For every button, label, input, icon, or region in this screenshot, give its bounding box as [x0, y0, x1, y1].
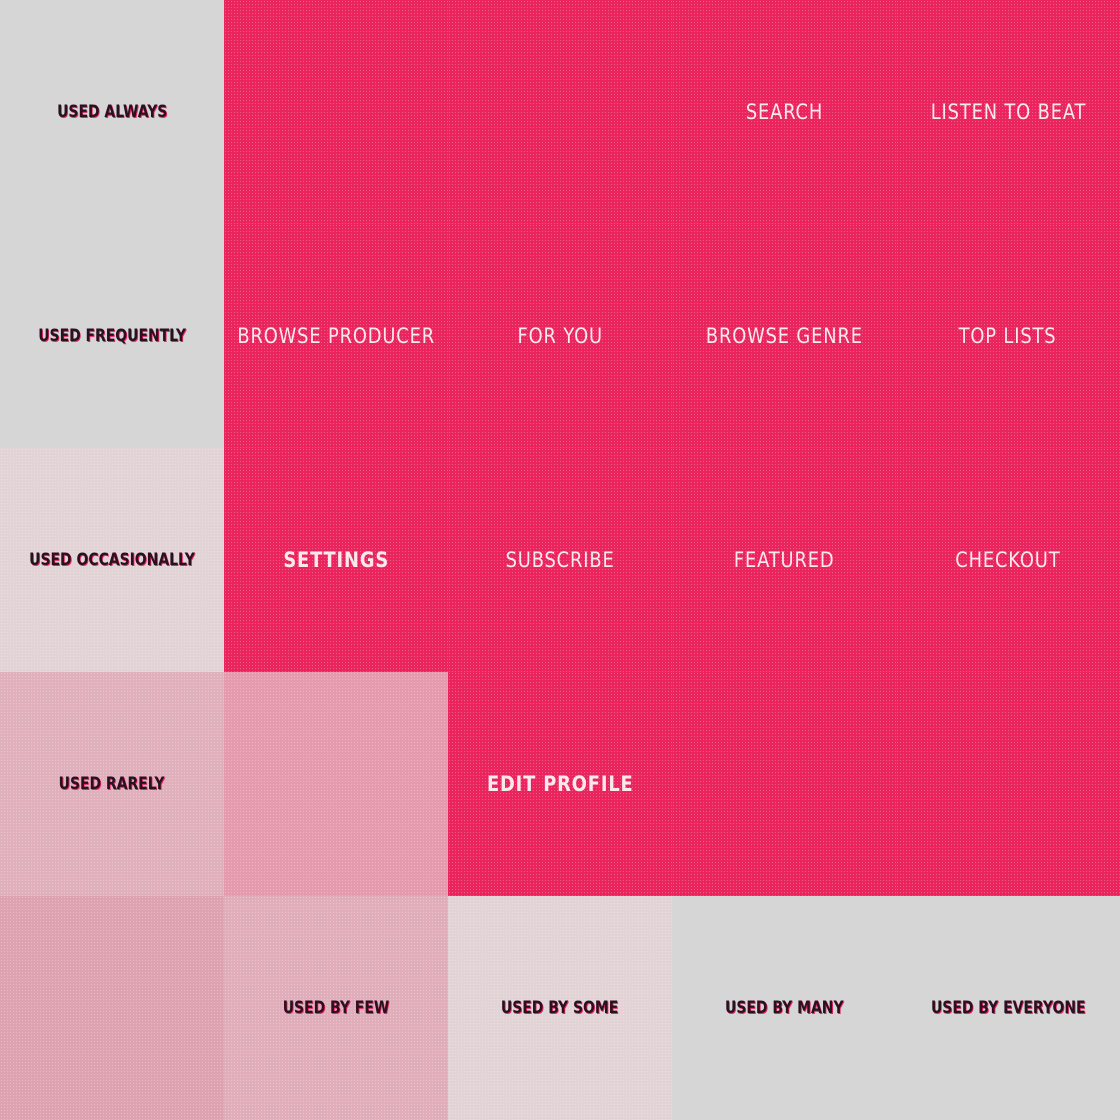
col-label-cell — [0, 896, 224, 1120]
feature-cell: FEATURED — [672, 448, 896, 672]
row-label: USED FREQUENTLY — [38, 326, 186, 346]
col-label: USED BY MANY — [724, 998, 844, 1018]
feature-cell — [672, 672, 896, 896]
feature-label: SEARCH — [745, 100, 823, 124]
col-label-cell: USED BY EVERYONE — [896, 896, 1120, 1120]
feature-cell — [896, 672, 1120, 896]
row-label: USED RARELY — [59, 774, 165, 794]
feature-label: SETTINGS — [283, 548, 389, 572]
feature-cell: LISTEN TO BEAT — [896, 0, 1120, 224]
feature-cell — [224, 0, 448, 224]
col-label: USED BY FEW — [282, 998, 390, 1018]
feature-cell: BROWSE PRODUCER — [224, 224, 448, 448]
row-label-cell: USED FREQUENTLY — [0, 224, 224, 448]
col-label-cell: USED BY SOME — [448, 896, 672, 1120]
feature-cell: SUBSCRIBE — [448, 448, 672, 672]
feature-cell: SETTINGS — [224, 448, 448, 672]
feature-cell: EDIT PROFILE — [448, 672, 672, 896]
row-label: USED ALWAYS — [56, 102, 168, 122]
col-label: USED BY EVERYONE — [930, 998, 1086, 1018]
feature-label: CHECKOUT — [955, 548, 1061, 572]
feature-cell: CHECKOUT — [896, 448, 1120, 672]
feature-label: LISTEN TO BEAT — [930, 100, 1086, 124]
row-label-cell: USED OCCASIONALLY — [0, 448, 224, 672]
col-label-cell: USED BY MANY — [672, 896, 896, 1120]
feature-label: SUBSCRIBE — [505, 548, 615, 572]
row-label: USED OCCASIONALLY — [29, 550, 195, 570]
feature-cell: TOP LISTS — [896, 224, 1120, 448]
col-label-cell: USED BY FEW — [224, 896, 448, 1120]
row-label-cell: USED ALWAYS — [0, 0, 224, 224]
feature-cell — [448, 0, 672, 224]
feature-label: FEATURED — [733, 548, 835, 572]
feature-cell — [224, 672, 448, 896]
feature-label: BROWSE GENRE — [705, 324, 863, 348]
feature-cell: FOR YOU — [448, 224, 672, 448]
feature-label: FOR YOU — [517, 324, 603, 348]
row-label-cell: USED RARELY — [0, 672, 224, 896]
feature-label: EDIT PROFILE — [486, 772, 634, 796]
feature-cell: BROWSE GENRE — [672, 224, 896, 448]
feature-label: TOP LISTS — [959, 324, 1057, 348]
feature-label: BROWSE PRODUCER — [237, 324, 435, 348]
feature-cell: SEARCH — [672, 0, 896, 224]
col-label: USED BY SOME — [501, 998, 619, 1018]
